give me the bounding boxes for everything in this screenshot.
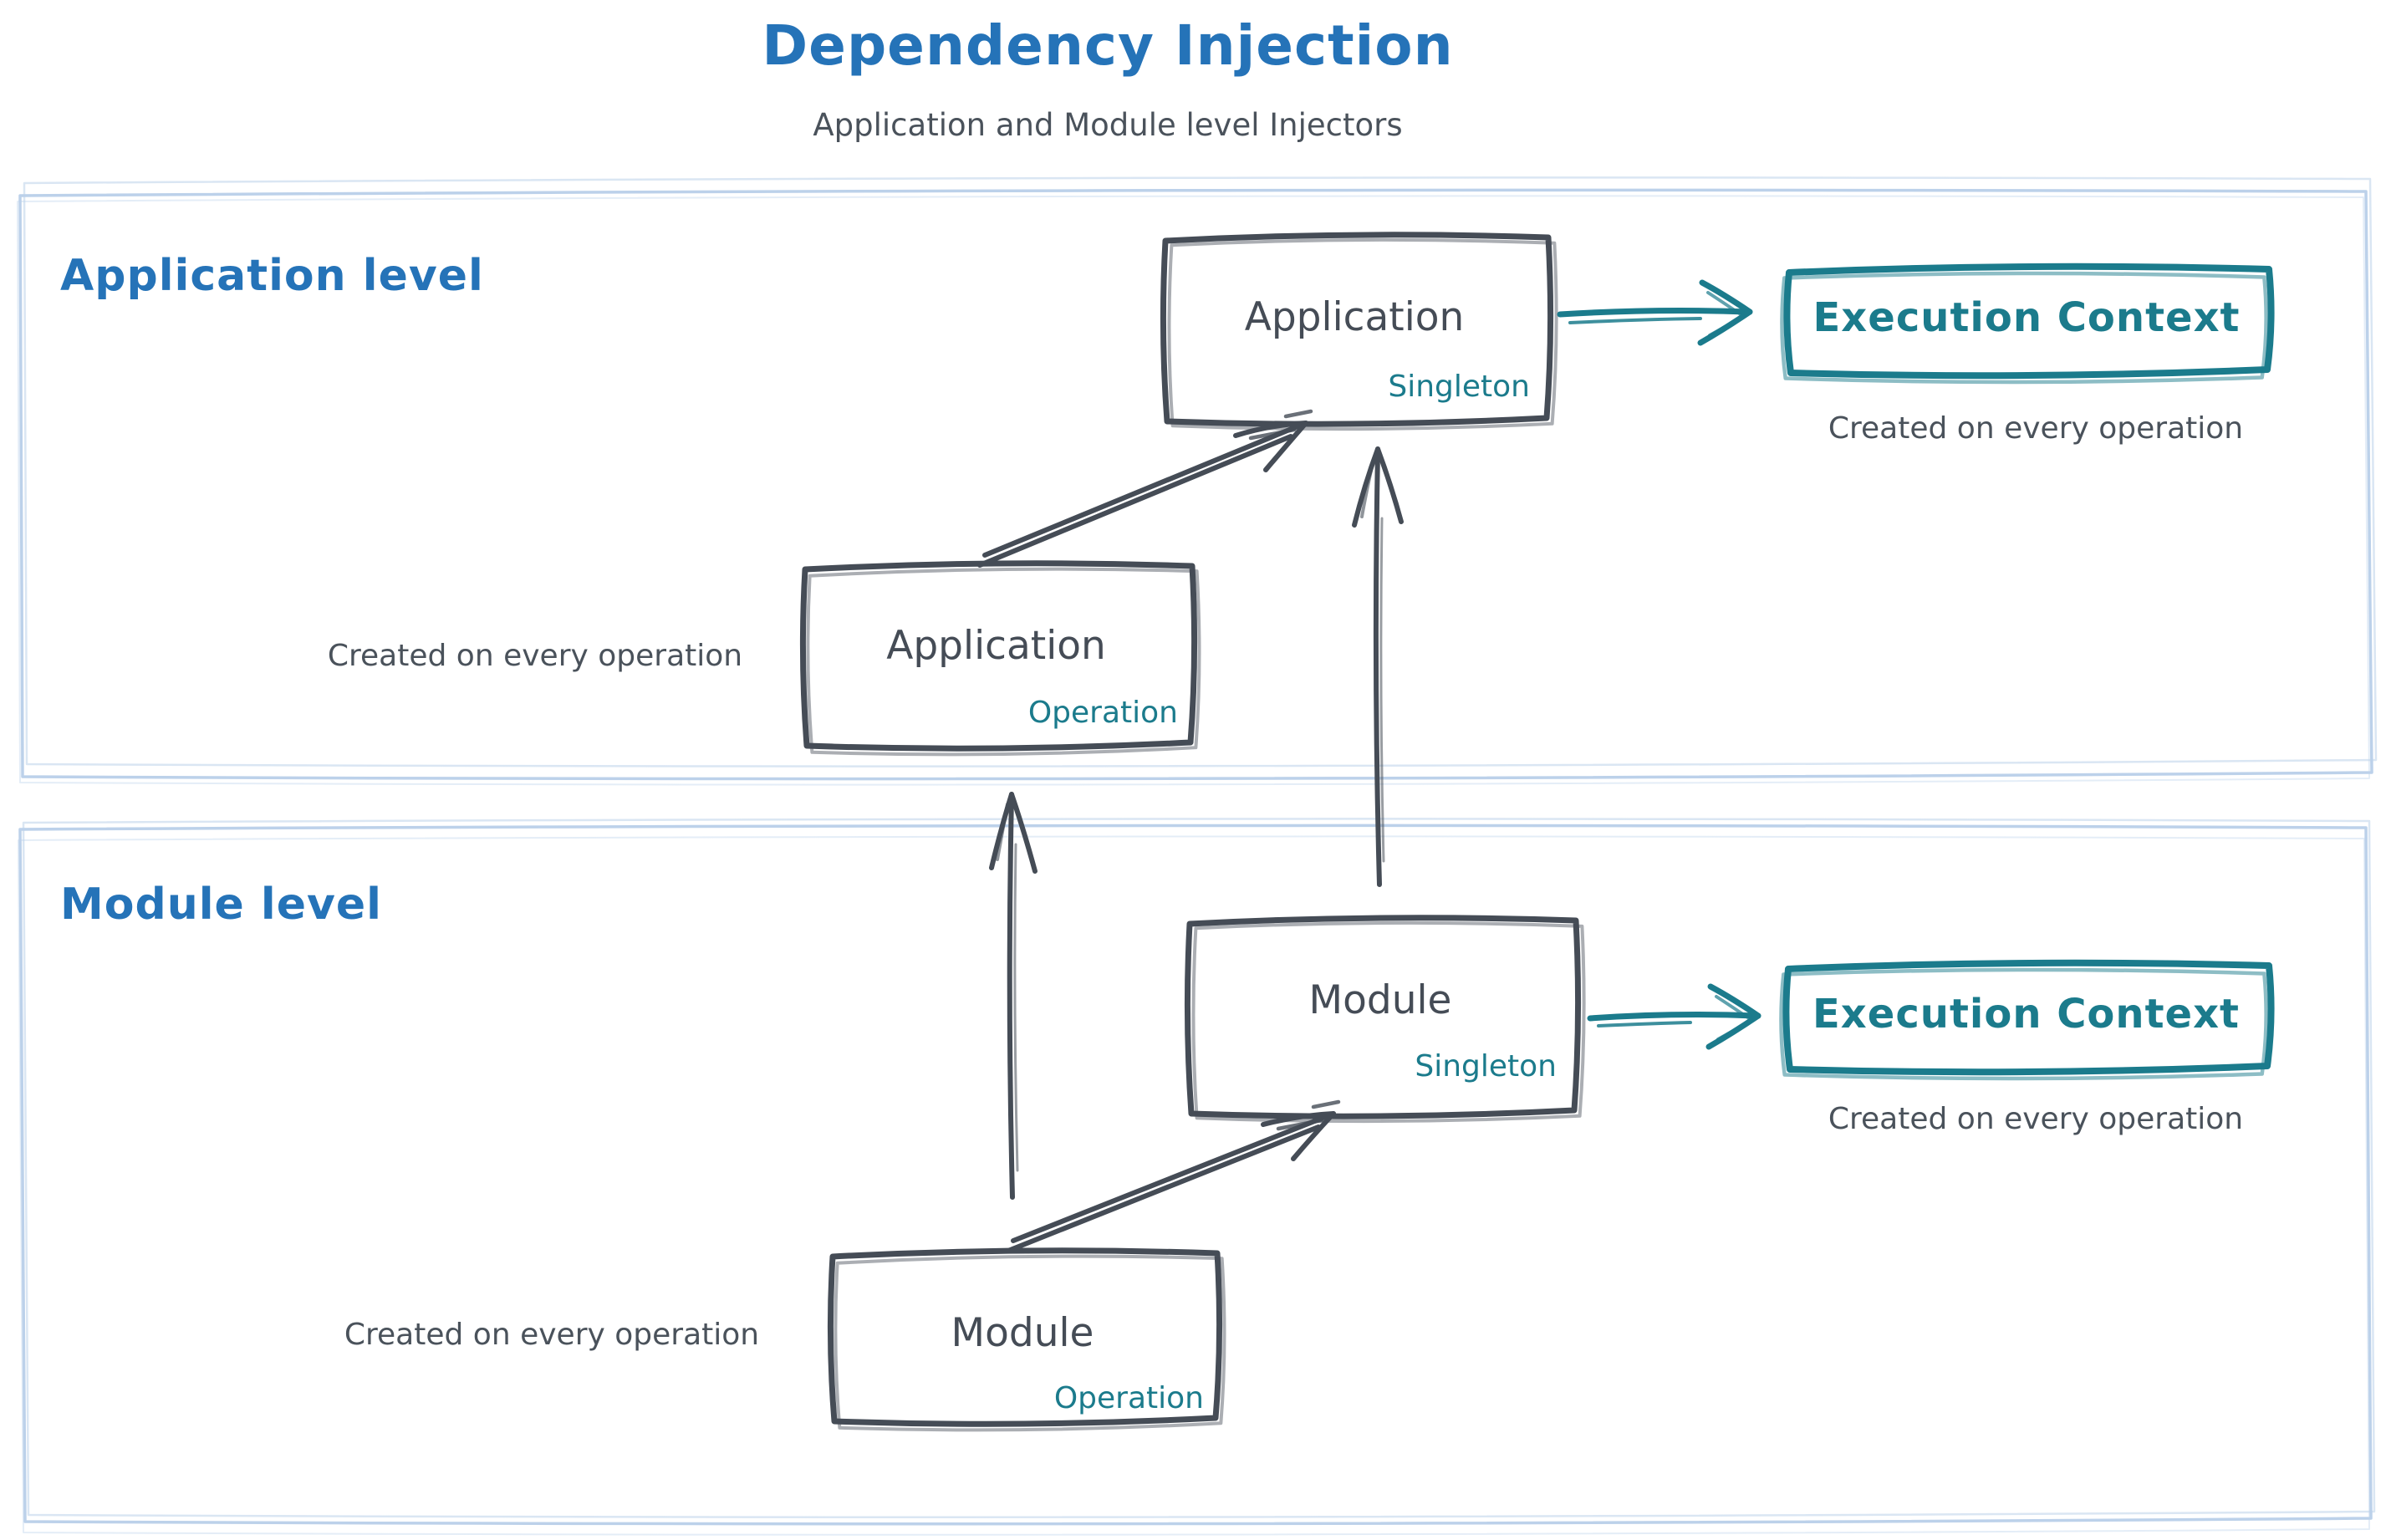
module-level-label: Module level [60, 880, 382, 930]
module-singleton-to-execution-context-arrow [1587, 983, 1761, 1050]
module-singleton-box-scope: Singleton [1415, 1049, 1557, 1084]
application-singleton-box-scope: Singleton [1388, 370, 1530, 404]
module-operation-box-outline [827, 1247, 1225, 1430]
application-operation-to-singleton-arrow [977, 409, 1313, 568]
application-execution-context-box-outline [1782, 263, 2275, 384]
application-level-label: Application level [60, 251, 484, 301]
module-singleton-to-application-singleton-arrow [1352, 446, 1404, 887]
module-singleton-box-outline [1184, 915, 1584, 1122]
module-execution-context-caption: Created on every operation [1828, 1102, 2244, 1136]
module-operation-to-application-operation-arrow [989, 792, 1038, 1200]
module-operation-box-scope: Operation [1053, 1381, 1204, 1415]
application-singleton-to-execution-context-arrow [1557, 279, 1753, 346]
module-execution-context-box-outline [1781, 959, 2275, 1080]
module-singleton-box-title: Module [1308, 977, 1452, 1023]
module-operation-to-singleton-arrow [1006, 1099, 1341, 1253]
application-singleton-box-outline [1160, 232, 1557, 430]
application-execution-context-caption: Created on every operation [1828, 411, 2244, 446]
application-operation-box-title: Application [886, 623, 1106, 669]
page-title: Dependency Injection [762, 13, 1454, 78]
application-execution-context-title: Execution Context [1812, 294, 2241, 341]
application-operation-box-outline [799, 560, 1200, 755]
module-operation-caption: Created on every operation [344, 1318, 760, 1352]
module-execution-context-title: Execution Context [1812, 991, 2240, 1038]
application-level-container-outline [16, 176, 2378, 787]
module-level-container-outline [17, 817, 2376, 1537]
application-operation-box-scope: Operation [1027, 696, 1178, 730]
application-operation-caption: Created on every operation [327, 639, 743, 673]
module-operation-box-title: Module [951, 1310, 1094, 1356]
page-subtitle: Application and Module level Injectors [813, 107, 1403, 143]
application-singleton-box-title: Application [1244, 294, 1465, 340]
